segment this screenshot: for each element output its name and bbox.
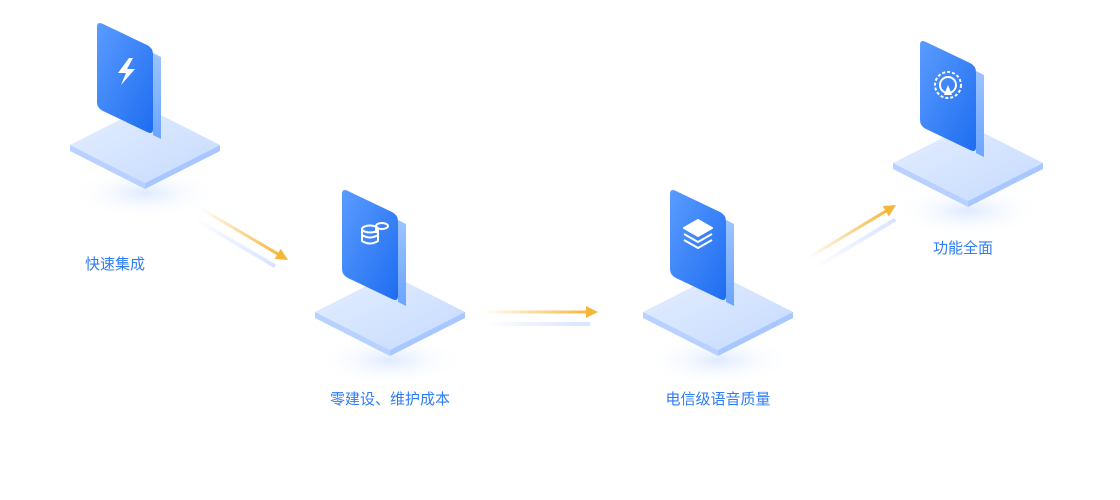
coin-stack-icon: [361, 222, 389, 245]
flow-arrow: [807, 204, 897, 270]
flow-arrow: [192, 206, 288, 268]
lightning-icon: [118, 58, 135, 85]
flow-arrow: [482, 306, 598, 326]
step-label: 快速集成: [84, 255, 146, 273]
step-block: [70, 23, 220, 219]
step-block: [315, 190, 465, 386]
step-block: [893, 41, 1043, 237]
step-label: 电信级语音质量: [665, 390, 771, 408]
flow-arrows: [192, 204, 897, 326]
step-block: [643, 190, 793, 386]
layers-icon: [683, 219, 713, 249]
step-label: 功能全面: [932, 239, 994, 257]
step-blocks: [70, 23, 1043, 386]
gauge-icon: [934, 71, 962, 99]
step-label: 零建设、维护成本: [329, 390, 451, 408]
